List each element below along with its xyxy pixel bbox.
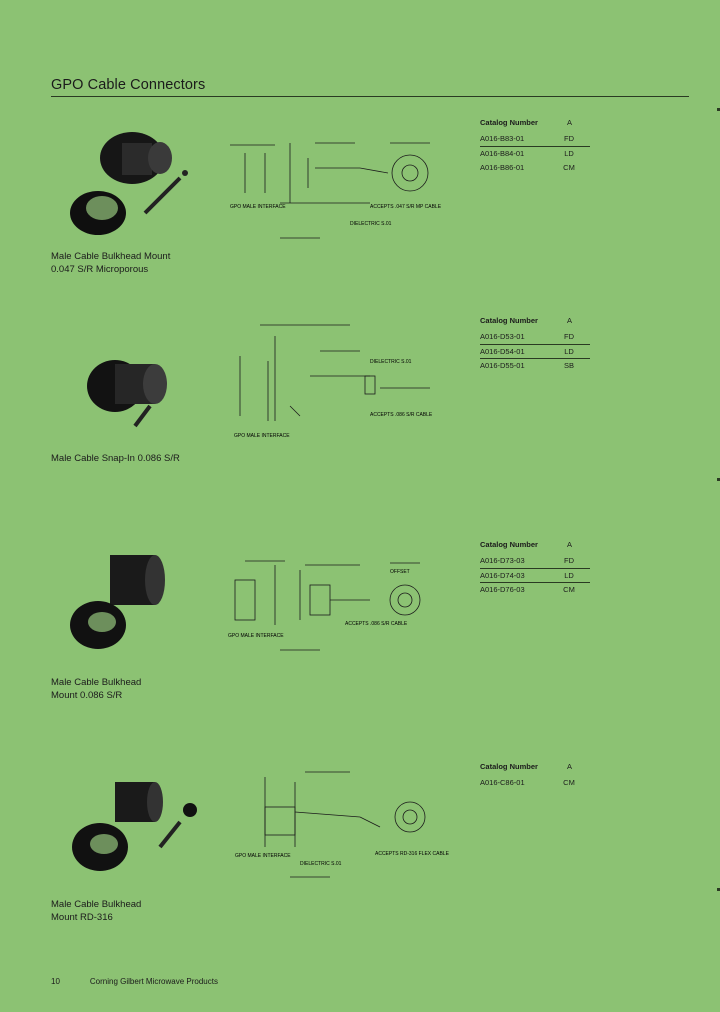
product-name-line: Male Cable Snap-In 0.086 S/R — [51, 453, 180, 464]
catalog-header-a: A — [566, 118, 572, 127]
catalog-row: A016-D76-03 CM — [480, 583, 590, 598]
catalog-row: A016-D53-01 FD — [480, 330, 590, 345]
drawing-label: OFFSET — [390, 569, 410, 575]
catalog-header-number: Catalog Number — [480, 316, 538, 325]
product-section-3: GPO MALE INTERFACE ACCEPTS .086 S/R CABL… — [0, 540, 720, 740]
catalog-header-number: Catalog Number — [480, 540, 538, 549]
catalog-table: Catalog Number A A016-D73-03 FD A016-D74… — [480, 540, 590, 598]
drawing-label: DIELECTRIC S.01 — [350, 221, 392, 227]
catalog-a-value: FD — [564, 134, 574, 143]
product-name: Male Cable Bulkhead Mount 0.047 S/R Micr… — [51, 251, 191, 276]
catalog-number: A016-D73-03 — [480, 556, 525, 565]
catalog-row: A016-C86-01 CM — [480, 776, 590, 791]
dimension-drawing: GPO MALE INTERFACE ACCEPTS .086 S/R CABL… — [228, 560, 421, 651]
catalog-row: A016-D55-01 SB — [480, 359, 590, 374]
catalog-a-value: SB — [563, 361, 574, 370]
product-name-line: Male Cable Bulkhead Mount — [51, 251, 171, 262]
catalog-a-value: FD — [564, 332, 574, 341]
catalog-header-number: Catalog Number — [480, 118, 538, 127]
drawing-label: ACCEPTS .086 S/R CABLE — [345, 621, 408, 627]
product-name: Male Cable Bulkhead Mount RD-316 — [51, 899, 191, 924]
catalog-row: A016-D74-03 LD — [480, 569, 590, 583]
product-name-line: Mount RD-316 — [51, 911, 113, 923]
catalog-number: A016-D55-01 — [480, 361, 525, 370]
catalog-a-value: FD — [564, 556, 574, 565]
product-name-line: Mount 0.086 S/R — [51, 689, 123, 701]
catalog-a-value: CM — [563, 778, 575, 787]
catalog-a-value: LD — [564, 570, 574, 580]
catalog-number: A016-B84-01 — [480, 148, 525, 158]
catalog-number: A016-D54-01 — [480, 346, 525, 356]
edge-mark — [717, 888, 720, 891]
catalog-a-value: CM — [563, 585, 575, 594]
catalog-table: Catalog Number A A016-B83-01 FD A016-B84… — [480, 118, 590, 176]
connector-photo — [70, 132, 188, 235]
catalog-number: A016-B86-01 — [480, 163, 525, 172]
catalog-number: A016-D76-03 — [480, 585, 525, 594]
page-number: 10 — [51, 977, 60, 986]
product-section-1: GPO MALE INTERFACE ACCEPTS .047 S/R MP C… — [0, 118, 720, 318]
catalog-number: A016-B83-01 — [480, 134, 525, 143]
title-rule — [51, 96, 689, 97]
catalog-header: Catalog Number A — [480, 762, 590, 776]
product-name-line: Male Cable Bulkhead — [51, 677, 142, 688]
catalog-header: Catalog Number A — [480, 118, 590, 132]
catalog-header-number: Catalog Number — [480, 762, 538, 771]
catalog-header-a: A — [566, 316, 572, 325]
dimension-drawing: DIELECTRIC S.01 ACCEPTS .086 S/R CABLE G… — [234, 324, 433, 439]
drawing-label: ACCEPTS .086 S/R CABLE — [370, 412, 433, 418]
drawing-label: DIELECTRIC S.01 — [300, 861, 342, 867]
catalog-a-value: LD — [564, 148, 574, 158]
catalog-row: A016-B83-01 FD — [480, 132, 590, 147]
product-name: Male Cable Snap-In 0.086 S/R — [51, 453, 191, 466]
page-title: GPO Cable Connectors — [51, 77, 206, 93]
catalog-header-a: A — [566, 762, 572, 771]
product-section-2: DIELECTRIC S.01 ACCEPTS .086 S/R CABLE G… — [0, 316, 720, 516]
edge-mark — [717, 478, 720, 481]
dimension-drawing: GPO MALE INTERFACE ACCEPTS .047 S/R MP C… — [230, 142, 442, 239]
page-footer: 10 Corning Gilbert Microwave Products — [51, 977, 218, 986]
catalog-row: A016-B86-01 CM — [480, 161, 590, 176]
drawing-label: GPO MALE INTERFACE — [235, 853, 291, 859]
edge-mark — [717, 108, 720, 111]
connector-photo — [87, 360, 167, 428]
catalog-number: A016-D53-01 — [480, 332, 525, 341]
product-section-4: GPO MALE INTERFACE DIELECTRIC S.01 ACCEP… — [0, 762, 720, 962]
catalog-number: A016-D74-03 — [480, 570, 525, 580]
drawing-label: GPO MALE INTERFACE — [230, 204, 286, 210]
catalog-a-value: CM — [563, 163, 575, 172]
connector-photo — [70, 555, 165, 649]
drawing-label: GPO MALE INTERFACE — [234, 433, 290, 439]
footer-text: Corning Gilbert Microwave Products — [89, 977, 218, 986]
drawing-label: DIELECTRIC S.01 — [370, 359, 412, 365]
dimension-drawing: GPO MALE INTERFACE DIELECTRIC S.01 ACCEP… — [235, 771, 450, 878]
catalog-header: Catalog Number A — [480, 540, 590, 554]
catalog-row: A016-B84-01 LD — [480, 147, 590, 162]
catalog-number: A016-C86-01 — [480, 778, 525, 787]
catalog-a-value: LD — [564, 346, 574, 356]
product-name-line: 0.047 S/R Microporous — [51, 263, 149, 275]
catalog-row: A016-D54-01 LD — [480, 345, 590, 359]
catalog-row: A016-D73-03 FD — [480, 554, 590, 569]
drawing-label: GPO MALE INTERFACE — [228, 633, 284, 639]
drawing-label: ACCEPTS .047 S/R MP CABLE — [370, 204, 442, 210]
catalog-table: Catalog Number A A016-D53-01 FD A016-D54… — [480, 316, 590, 374]
catalog-header: Catalog Number A — [480, 316, 590, 330]
catalog-table: Catalog Number A A016-C86-01 CM — [480, 762, 590, 791]
drawing-label: ACCEPTS RD-316 FLEX CABLE — [375, 851, 450, 857]
catalog-header-a: A — [566, 540, 572, 549]
connector-photo — [72, 782, 197, 871]
product-name-line: Male Cable Bulkhead — [51, 899, 142, 910]
product-name: Male Cable Bulkhead Mount 0.086 S/R — [51, 677, 191, 702]
